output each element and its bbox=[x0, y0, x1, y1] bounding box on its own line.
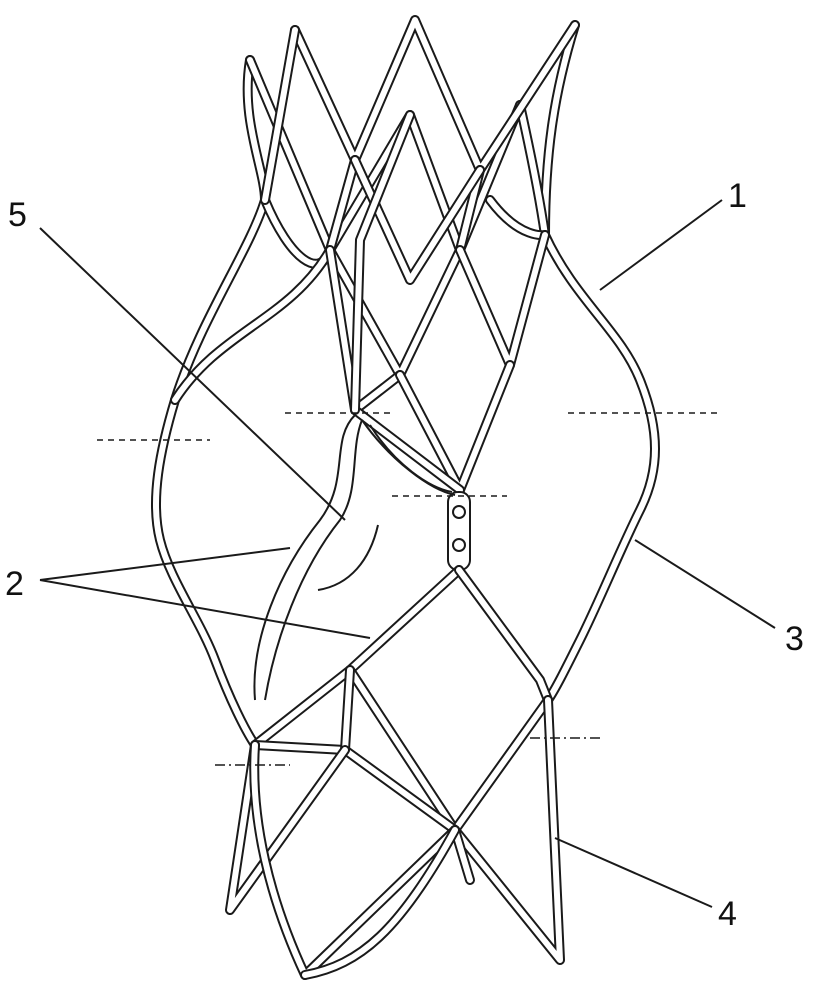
callout-labels: 1 5 2 3 4 bbox=[5, 177, 804, 933]
lower-lattice bbox=[230, 570, 560, 975]
label-3: 3 bbox=[785, 620, 804, 658]
label-5: 5 bbox=[8, 196, 27, 234]
section-markers bbox=[97, 413, 720, 765]
label-2: 2 bbox=[5, 565, 24, 603]
label-4: 4 bbox=[718, 895, 737, 933]
commissure-post bbox=[448, 492, 470, 570]
label-1: 1 bbox=[728, 177, 747, 215]
